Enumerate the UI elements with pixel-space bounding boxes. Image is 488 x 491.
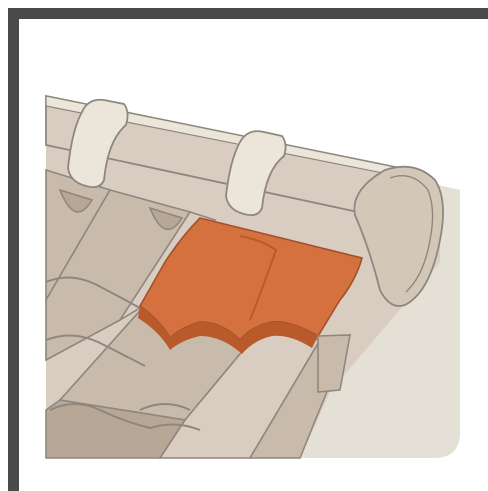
frame-left-bar bbox=[8, 8, 19, 491]
frame-top-bar bbox=[8, 8, 488, 19]
